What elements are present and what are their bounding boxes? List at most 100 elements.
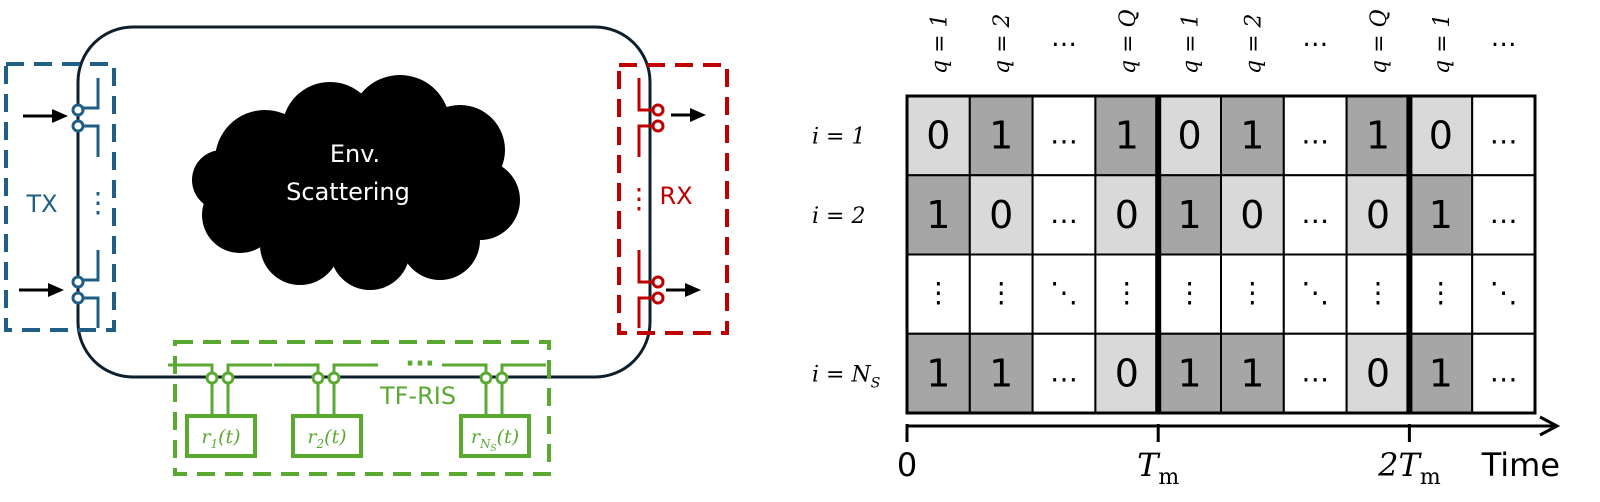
schedule-cell: ⋱ xyxy=(1282,253,1348,335)
cell-value: 1 xyxy=(1429,351,1453,395)
schedule-cell: 1 xyxy=(1345,95,1411,177)
cell-value: 1 xyxy=(1178,193,1202,237)
ris-load-box xyxy=(291,414,363,458)
schedule-cell: … xyxy=(1031,95,1097,177)
schedule-cell: ⋱ xyxy=(1031,253,1097,335)
row-headers: i = 1i = 2i = NS xyxy=(812,125,880,392)
rx-antenna-2 xyxy=(637,250,665,328)
schedule-cell: … xyxy=(1282,174,1348,256)
cell-value: 1 xyxy=(1240,114,1264,158)
schedule-cell: … xyxy=(1471,174,1536,256)
cell-value: … xyxy=(1301,197,1329,230)
time-axis-arrowhead xyxy=(1539,415,1561,437)
cell-value: 1 xyxy=(1366,114,1390,158)
schedule-cell: ⋮ xyxy=(1220,253,1285,335)
schedule-cell: 1 xyxy=(1220,95,1285,177)
ris-dots: ··· xyxy=(405,349,435,379)
schedule-cell: 0 xyxy=(1408,95,1474,177)
cell-value: 0 xyxy=(1240,193,1264,237)
column-header: q = 2 xyxy=(1241,14,1266,75)
cell-value: ⋮ xyxy=(924,276,952,309)
schedule-cell: … xyxy=(1471,332,1536,414)
cell-value: 0 xyxy=(1429,114,1453,158)
cell-value: 1 xyxy=(1115,114,1139,158)
cell-value: ⋮ xyxy=(987,276,1015,309)
schedule-cell: 0 xyxy=(1345,332,1411,414)
time-axis-label: Time xyxy=(1481,446,1560,484)
ris-load-box xyxy=(459,414,531,458)
tx-array: ⋮ TX xyxy=(4,62,116,332)
ris-load-label: r1(t) xyxy=(201,426,240,451)
schedule-cell: 0 xyxy=(906,95,971,177)
schedule-cell: 1 xyxy=(1094,95,1160,177)
time-tick-label: Tm xyxy=(1137,446,1179,490)
tx-antenna-2 xyxy=(71,250,100,328)
tf-ris: r1(t) r2(t) rNS(t) ··· TF-RIS xyxy=(168,340,551,476)
ris-port xyxy=(221,371,235,385)
ris-port xyxy=(205,371,219,385)
cell-value: 0 xyxy=(1366,193,1390,237)
schedule-cell: 1 xyxy=(906,174,971,256)
tx-antenna-1 xyxy=(71,78,100,157)
row-header: i = 1 xyxy=(812,125,865,150)
column-header: q = 1 xyxy=(1430,14,1455,75)
cell-value: 1 xyxy=(926,193,950,237)
schedule-cell: 1 xyxy=(968,95,1034,177)
column-header: … xyxy=(1051,23,1077,53)
ris-load-label: rNS(t) xyxy=(471,426,519,454)
cell-value: ⋮ xyxy=(1238,276,1266,309)
rx-output-arrow-1 xyxy=(671,108,706,122)
cell-value: 0 xyxy=(926,114,950,158)
column-header: q = 1 xyxy=(927,14,952,75)
schedule-cell: 1 xyxy=(1157,174,1222,256)
schedule-cell: 1 xyxy=(1408,332,1474,414)
cell-value: … xyxy=(1301,118,1329,151)
ris-element-2: r2(t) xyxy=(274,363,378,458)
ris-load-label: r2(t) xyxy=(307,426,346,451)
schedule-cell: 1 xyxy=(1220,332,1285,414)
column-header: … xyxy=(1302,23,1328,53)
schedule-cell: ⋮ xyxy=(1408,253,1474,335)
cloud-label-line2: Scattering xyxy=(286,178,410,206)
cell-value: … xyxy=(1050,355,1078,388)
cell-value: ⋱ xyxy=(1301,276,1329,309)
rx-antenna-1 xyxy=(637,78,665,157)
schedule-cell: 0 xyxy=(1220,174,1285,256)
ris-port xyxy=(495,371,509,385)
cell-value: 0 xyxy=(1115,193,1139,237)
column-header: q = Q xyxy=(1116,9,1141,74)
rx-output-arrow-2 xyxy=(666,283,701,297)
cloud-label-line1: Env. xyxy=(330,140,380,168)
rx-label: RX xyxy=(659,182,692,210)
cell-value: ⋮ xyxy=(1427,276,1455,309)
schedule-cell: 0 xyxy=(1345,174,1411,256)
cell-value: … xyxy=(1490,355,1518,388)
schedule-cell: … xyxy=(1471,95,1536,177)
tx-input-arrow-2 xyxy=(19,283,64,297)
cell-value: … xyxy=(1490,118,1518,151)
cell-value: ⋱ xyxy=(1490,276,1518,309)
ris-label: TF-RIS xyxy=(379,382,456,410)
cell-value: 1 xyxy=(1429,193,1453,237)
scattering-cloud xyxy=(192,75,520,290)
column-header: … xyxy=(1491,23,1517,53)
cell-value: 1 xyxy=(1178,351,1202,395)
tx-input-arrow-1 xyxy=(23,109,68,123)
row-header: i = 2 xyxy=(812,204,865,229)
grid-border xyxy=(905,94,1537,415)
column-header: q = 2 xyxy=(990,14,1015,75)
cell-value: 0 xyxy=(1366,351,1390,395)
schedule-cell: 0 xyxy=(968,174,1034,256)
schedule-cell: 1 xyxy=(906,332,971,414)
schedule-cell: ⋮ xyxy=(1157,253,1222,335)
schedule-cell: ⋮ xyxy=(968,253,1034,335)
schedule-cell: 0 xyxy=(1157,95,1222,177)
tx-dashed-box xyxy=(4,62,116,332)
rx-dots: ⋮ xyxy=(625,182,653,215)
cell-value: ⋮ xyxy=(1176,276,1204,309)
ris-port xyxy=(311,371,325,385)
